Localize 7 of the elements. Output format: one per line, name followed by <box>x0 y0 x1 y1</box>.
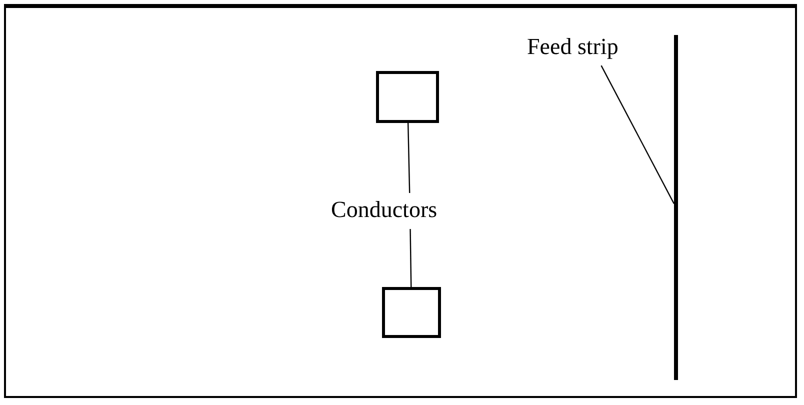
callout-label: Feed strip <box>527 34 618 60</box>
callout-label: Conductors <box>331 197 438 223</box>
leader-line <box>410 228 412 288</box>
leader-line <box>407 122 410 194</box>
leader-line <box>600 65 675 204</box>
conductor-square <box>382 287 441 338</box>
conductor-square <box>376 71 439 123</box>
